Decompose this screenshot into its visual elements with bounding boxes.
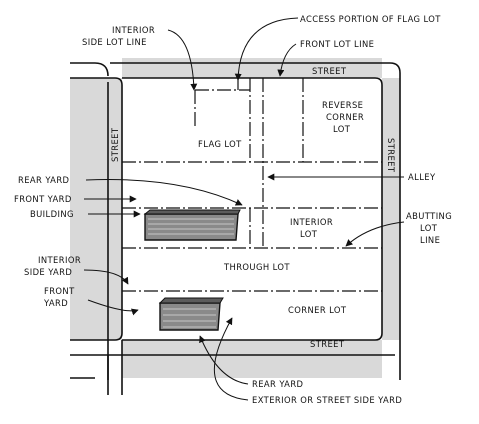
arrow-icon bbox=[167, 29, 198, 91]
street-network bbox=[70, 58, 401, 395]
arrow-icon bbox=[199, 335, 249, 385]
arrow-icon bbox=[83, 269, 129, 285]
arrow-icon bbox=[213, 317, 249, 401]
rear-yard-label-top: REAR YARD bbox=[18, 175, 69, 185]
interior-side-lot-line-label-1: INTERIOR bbox=[112, 25, 155, 35]
front-yard-label-top: FRONT YARD bbox=[14, 194, 72, 204]
reverse-corner-lot-label-3: LOT bbox=[333, 124, 351, 134]
interior-side-yard-label-1: INTERIOR bbox=[38, 255, 81, 265]
corner-lot-label: CORNER LOT bbox=[288, 305, 347, 315]
left-street-edge-inner bbox=[70, 77, 123, 341]
arrow-icon bbox=[87, 299, 139, 316]
building-label: BUILDING bbox=[30, 209, 74, 219]
arrow-icon bbox=[345, 221, 405, 247]
front-yard-label-bottom-1: FRONT bbox=[44, 286, 75, 296]
interior-side-lot-line-label-2: SIDE LOT LINE bbox=[82, 37, 147, 47]
abutting-lot-line-label-2: LOT bbox=[420, 223, 438, 233]
street-label-bottom: STREET bbox=[310, 339, 345, 349]
arrow-icon bbox=[234, 17, 299, 81]
abutting-lot-line-label-3: LINE bbox=[420, 235, 440, 245]
street-label-left: STREET bbox=[110, 127, 120, 162]
block-outline bbox=[122, 77, 383, 341]
top-right-street-outer bbox=[110, 62, 401, 380]
street-label-top: STREET bbox=[312, 66, 347, 76]
access-portion-label: ACCESS PORTION OF FLAG LOT bbox=[300, 14, 441, 24]
building-icon bbox=[143, 209, 241, 241]
front-yard-label-bottom-2: YARD bbox=[43, 298, 68, 308]
through-lot-label: THROUGH LOT bbox=[223, 262, 290, 272]
abutting-lot-line-label-1: ABUTTING bbox=[406, 211, 452, 221]
leader-lines bbox=[83, 17, 405, 401]
street-label-right: STREET bbox=[386, 138, 396, 173]
exterior-side-yard-label: EXTERIOR OR STREET SIDE YARD bbox=[252, 395, 402, 405]
arrow-icon bbox=[277, 43, 297, 77]
reverse-corner-lot-label-1: REVERSE bbox=[322, 100, 363, 110]
arrow-icon bbox=[85, 179, 243, 206]
interior-lot-label-2: LOT bbox=[300, 229, 318, 239]
block-area bbox=[122, 78, 382, 340]
interior-side-yard-label-2: SIDE YARD bbox=[24, 267, 72, 277]
front-lot-line-label: FRONT LOT LINE bbox=[300, 39, 374, 49]
rear-yard-label-bottom: REAR YARD bbox=[252, 379, 303, 389]
alley-label: ALLEY bbox=[408, 172, 436, 182]
reverse-corner-lot-label-2: CORNER bbox=[326, 112, 364, 122]
lot-lines bbox=[122, 78, 382, 292]
interior-lot-label-1: INTERIOR bbox=[290, 217, 333, 227]
flag-lot-label: FLAG LOT bbox=[198, 139, 242, 149]
building-icon bbox=[158, 297, 224, 331]
